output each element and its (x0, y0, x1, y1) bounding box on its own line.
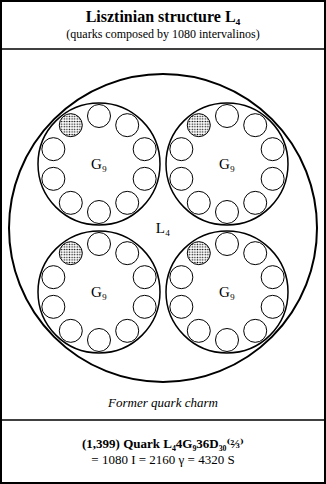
sub-circle (42, 138, 65, 161)
sub-circle (170, 167, 193, 190)
sub-circle (187, 319, 210, 342)
sub-circle (216, 105, 239, 128)
sub-circle (116, 114, 139, 137)
sub-circle (42, 167, 65, 190)
sub-circle (88, 201, 111, 224)
structure-panel: Former quark charm L₄ G₉ G₉ G₉ G₉ (0, 49, 326, 420)
dotted-sub-circle (59, 114, 82, 137)
sub-circle (133, 295, 156, 318)
lisztinian-circle: L₄ G₉ G₉ G₉ G₉ (8, 73, 318, 383)
formula-band-text: = 1080 I = 2160 γ = 4320 S (91, 452, 234, 468)
header-band-text: Lisztinian structure L₄ (86, 7, 241, 27)
sub-circle (187, 191, 210, 214)
g-circle: G₉ (165, 230, 289, 354)
sub-circle (88, 233, 111, 256)
sub-circle (244, 319, 267, 342)
sub-circle (170, 295, 193, 318)
g-circle-text: G₉ (219, 155, 235, 174)
sub-circle (261, 266, 284, 289)
sub-circle (261, 138, 284, 161)
header-band-text: (quarks composed by 1080 intervalinos) (66, 27, 259, 42)
header-band: Lisztinian structure L₄(quarks composed … (0, 0, 326, 49)
sub-circle (216, 329, 239, 352)
sub-circle (42, 266, 65, 289)
structure-panel-text: Former quark charm (108, 395, 218, 411)
sub-circle (244, 242, 267, 265)
g-circle-outline (38, 103, 160, 225)
sub-circle (133, 167, 156, 190)
sub-circle (170, 138, 193, 161)
sub-circle (88, 105, 111, 128)
g-circle: G₉ (37, 230, 161, 354)
header-rule (1, 48, 325, 50)
sub-circle (216, 233, 239, 256)
g-circle: G₉ (165, 102, 289, 226)
dotted-sub-circle (59, 242, 82, 265)
dotted-sub-circle (187, 114, 210, 137)
sub-circle (261, 167, 284, 190)
g-circle: G₉ (37, 102, 161, 226)
footer-rule (1, 419, 325, 421)
lisztinian-circle-text: L₄ (156, 219, 170, 238)
sub-circle (133, 266, 156, 289)
sub-circle (133, 138, 156, 161)
formula-band-text: (1,399) Quark L₄4G₉36D₃₀⁽⅔⁾ (82, 436, 244, 452)
sub-circle (170, 266, 193, 289)
sub-circle (42, 295, 65, 318)
formula-band: (1,399) Quark L₄4G₉36D₃₀⁽⅔⁾= 1080 I = 21… (0, 420, 326, 484)
g-circle-text: G₉ (91, 155, 107, 174)
sub-circle (116, 319, 139, 342)
g-circle-outline (166, 231, 288, 353)
sub-circle (244, 114, 267, 137)
sub-circle (216, 201, 239, 224)
g-circle-text: G₉ (219, 283, 235, 302)
g-circle-outline (38, 231, 160, 353)
sub-circle (244, 191, 267, 214)
sub-circle (116, 242, 139, 265)
sub-circle (116, 191, 139, 214)
sub-circle (59, 319, 82, 342)
sub-circle (261, 295, 284, 318)
sub-circle (59, 191, 82, 214)
g-circle-outline (166, 103, 288, 225)
g-circle-text: G₉ (91, 283, 107, 302)
sub-circle (88, 329, 111, 352)
outer-circle (9, 74, 317, 382)
dotted-sub-circle (187, 242, 210, 265)
